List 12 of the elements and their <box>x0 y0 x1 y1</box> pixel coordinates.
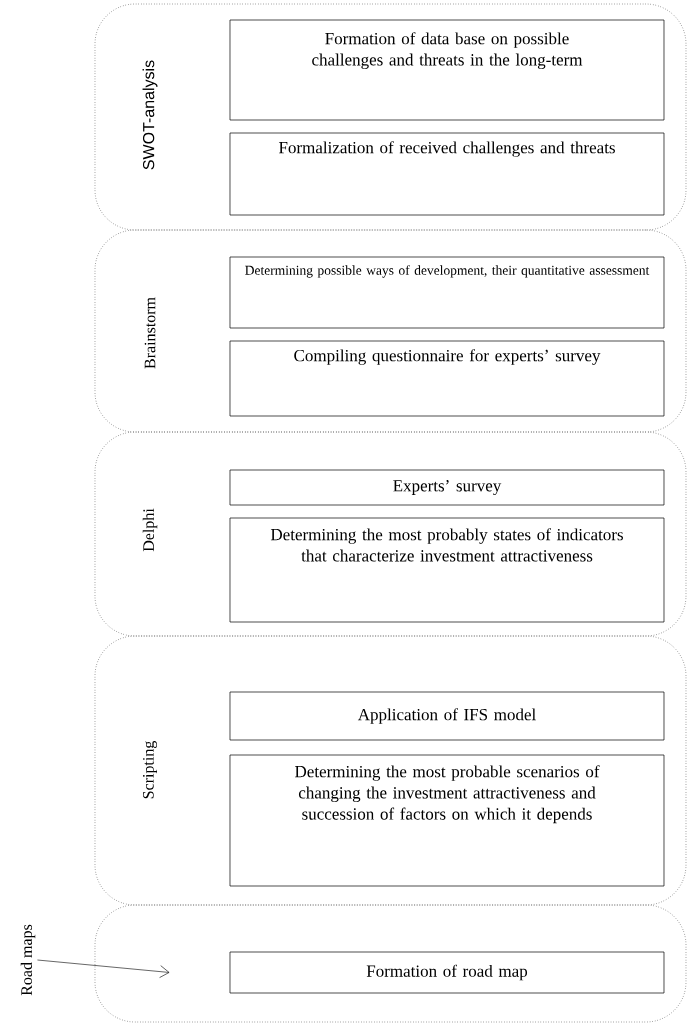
process-box: Determining the most probably states of indicators that characterize investment attractiveness <box>229 517 665 623</box>
process-box: Application of IFS model <box>229 691 665 741</box>
stage-band <box>94 904 687 1023</box>
side-label: Road maps <box>20 924 36 996</box>
process-box: Formalization of received challenges and threats <box>229 132 665 216</box>
arrow <box>37 959 170 978</box>
process-box: Determining possible ways of development, their quantitative assessment <box>229 256 665 329</box>
process-box: Determining the most probable scenarios of changing the investment attractiveness and succession of factors on which it depends <box>229 754 665 887</box>
process-box: Formation of road map <box>229 951 665 994</box>
process-box: Formation of data base on possible challenges and threats in the long-term <box>229 19 665 121</box>
process-box: Experts’ survey <box>229 469 665 506</box>
process-box: Compiling questionnaire for experts’ survey <box>229 340 665 417</box>
